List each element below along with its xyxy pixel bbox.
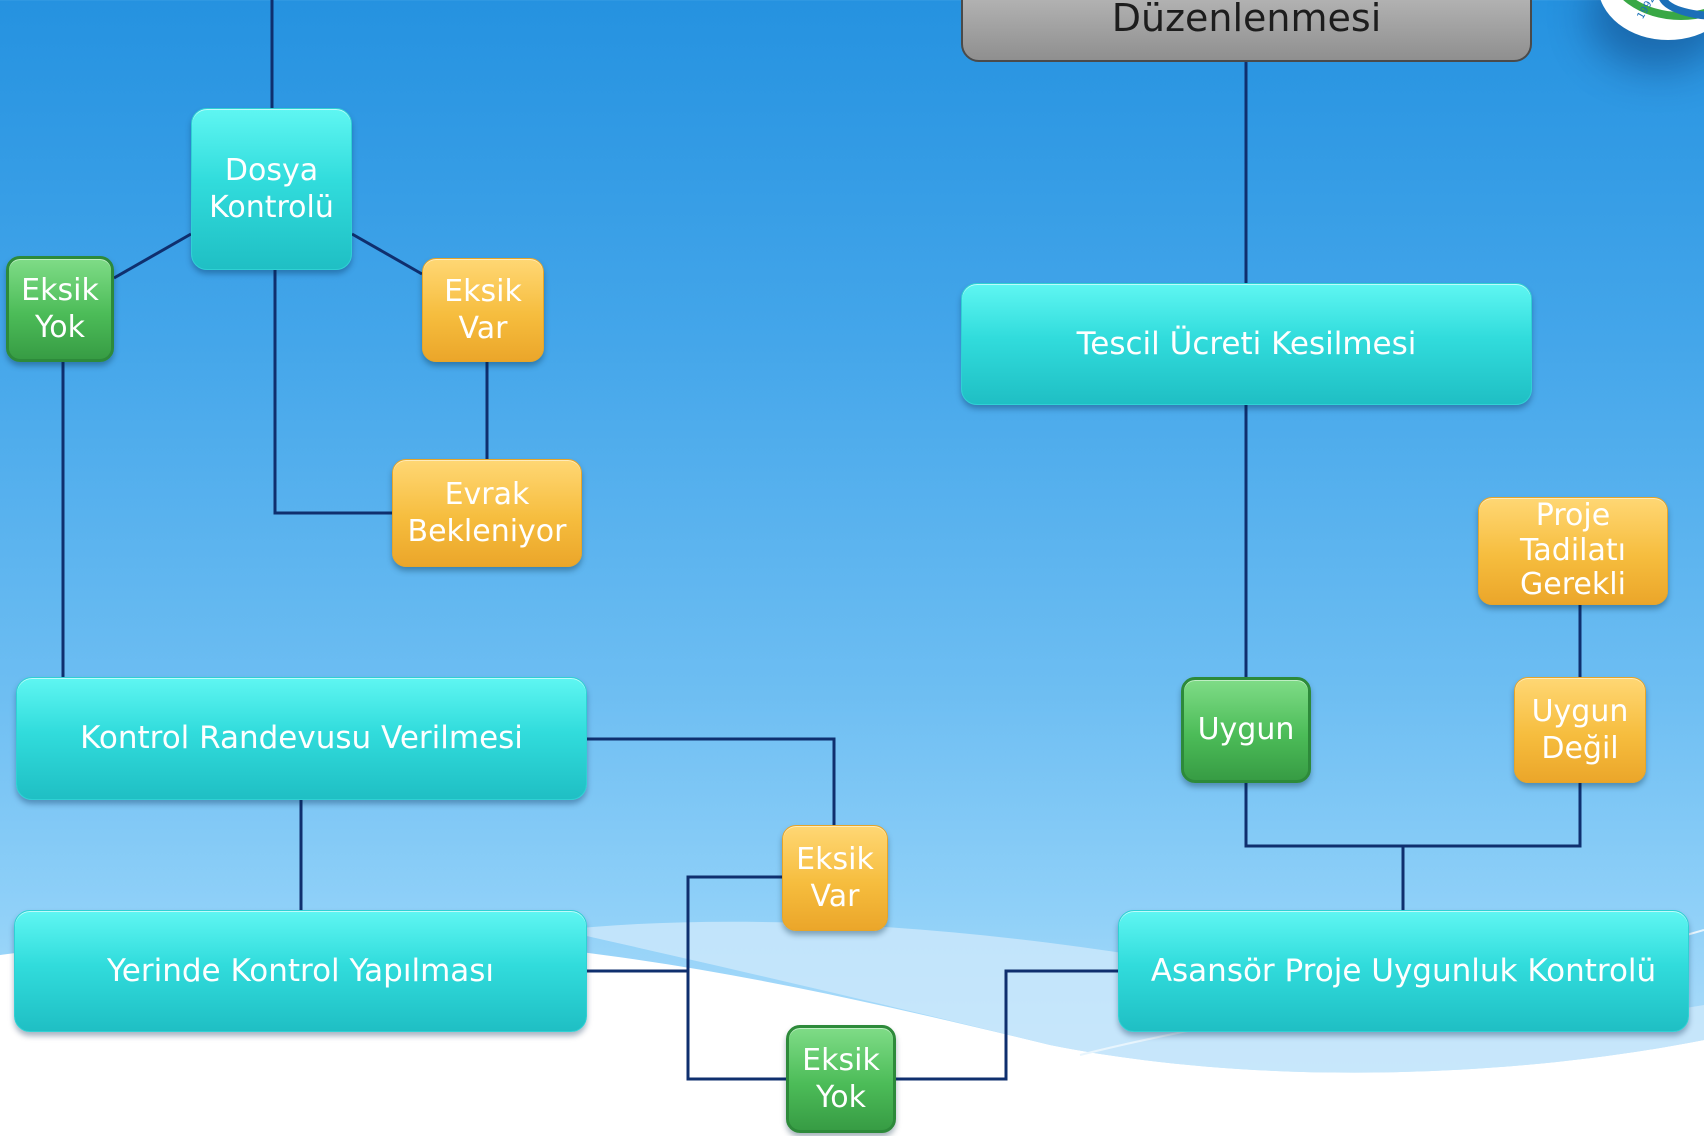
dosya-kontrolu-node: Dosya Kontrolü (191, 108, 352, 270)
eksik-yok-node-2: Eksik Yok (786, 1025, 896, 1133)
eksik-yok-node-1: Eksik Yok (6, 256, 114, 362)
proje-tadilati-label: Proje Tadilatı Gerekli (1520, 498, 1626, 603)
eksik-yok-label-2: Eksik Yok (802, 1042, 880, 1116)
uygun-degil-node: Uygun Değil (1514, 677, 1646, 783)
dosya-kontrolu-label: Dosya Kontrolü (209, 152, 334, 226)
tescil-ucreti-label: Tescil Ücreti Kesilmesi (1076, 325, 1417, 362)
eksik-var-node-2: Eksik Var (782, 825, 888, 931)
kontrol-randevusu-label: Kontrol Randevusu Verilmesi (80, 720, 523, 757)
eksik-yok-label-1: Eksik Yok (21, 272, 99, 346)
yerinde-kontrol-label: Yerinde Kontrol Yapılması (106, 952, 495, 989)
top-header-label: Düzenlenmesi (1111, 0, 1382, 40)
uygun-degil-label: Uygun Değil (1531, 693, 1629, 767)
tescil-ucreti-node: Tescil Ücreti Kesilmesi (961, 283, 1532, 405)
asansor-proje-label: Asansör Proje Uygunluk Kontrolü (1150, 952, 1657, 989)
uygun-label: Uygun (1197, 712, 1295, 748)
kontrol-randevusu-node: Kontrol Randevusu Verilmesi (16, 677, 587, 800)
evrak-bekleniyor-label: Evrak Bekleniyor (407, 476, 567, 550)
proje-tadilati-node: Proje Tadilatı Gerekli (1478, 497, 1668, 605)
eksik-var-label-1: Eksik Var (444, 273, 522, 347)
eksik-var-node-1: Eksik Var (422, 258, 544, 362)
uygun-node: Uygun (1181, 677, 1311, 783)
asansor-proje-node: Asansör Proje Uygunluk Kontrolü (1118, 910, 1689, 1032)
evrak-bekleniyor-node: Evrak Bekleniyor (392, 459, 582, 567)
eksik-var-label-2: Eksik Var (796, 841, 874, 915)
top-header-box: Düzenlenmesi (961, 0, 1532, 62)
yerinde-kontrol-node: Yerinde Kontrol Yapılması (14, 910, 587, 1032)
